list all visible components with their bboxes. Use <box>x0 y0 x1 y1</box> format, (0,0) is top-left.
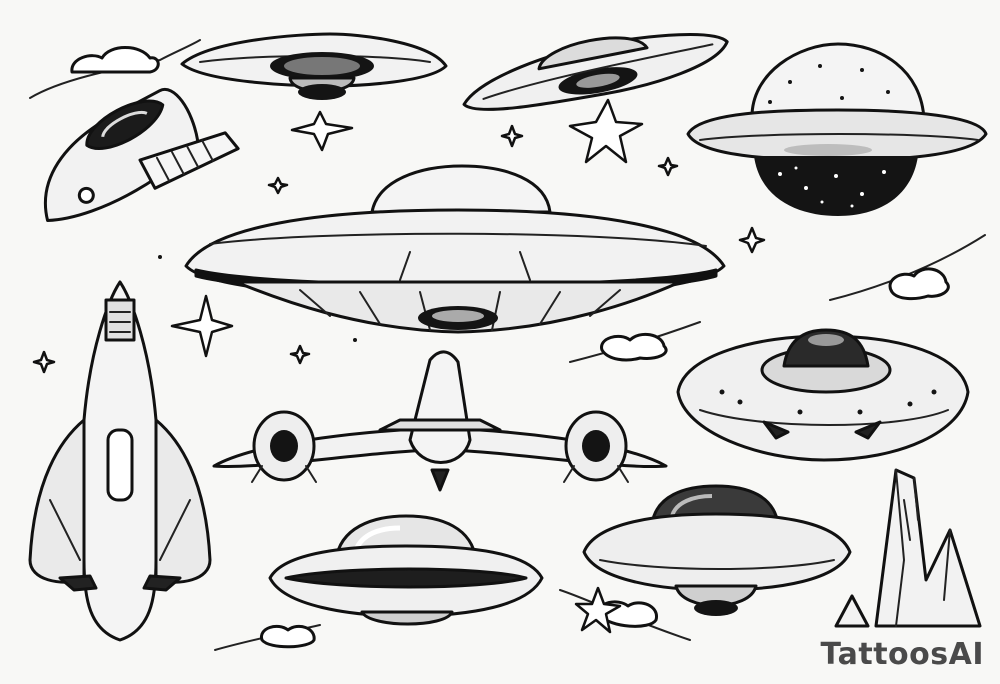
star-bottom <box>574 586 622 634</box>
flat-saucer-top-left <box>180 32 448 100</box>
cloud-right-upper <box>829 234 986 301</box>
brand-watermark: TattoosAI <box>820 637 984 672</box>
saucer-bottom-center <box>268 514 544 626</box>
star-small-5 <box>32 350 56 374</box>
round-saucer-right <box>676 328 970 462</box>
cloud-top-left <box>29 39 201 99</box>
cloud-bottom <box>214 624 321 651</box>
cloud-right-middle <box>569 321 701 363</box>
saucer-bottom-right <box>582 484 852 616</box>
twin-engine-fighter <box>212 350 668 492</box>
large-saucer-center <box>184 164 726 334</box>
space-shuttle-left <box>28 280 212 642</box>
star-small-3 <box>657 156 679 177</box>
rocket-top-left <box>43 87 240 222</box>
star-small-2 <box>267 176 289 195</box>
star-center <box>290 110 354 152</box>
tilted-saucer-top <box>462 33 729 111</box>
rock-spires <box>834 468 982 628</box>
star-left <box>170 294 234 358</box>
star-small-6 <box>289 344 311 365</box>
star-small-4 <box>738 226 766 254</box>
stars <box>32 98 766 634</box>
domed-saucer-top-right <box>686 42 988 216</box>
star-large <box>568 98 644 164</box>
star-small-1 <box>500 124 524 148</box>
cloud-bottom-right <box>559 589 691 641</box>
